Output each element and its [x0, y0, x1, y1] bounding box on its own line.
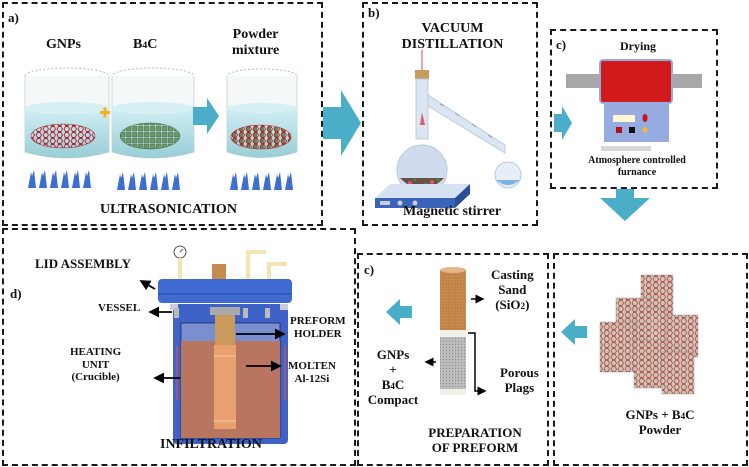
- powder-mixture-line1: Powder: [232, 27, 279, 42]
- preform-holder-label: PREFORM HOLDER: [290, 315, 346, 340]
- ultrasonication-illustration: [24, 67, 298, 190]
- preparation-line2: OF PREFORM: [431, 439, 519, 455]
- arrow-left-icon-2: [561, 319, 587, 345]
- sand-line3-b: ): [525, 296, 530, 312]
- furnace-caption-line1: Atmosphere controlled: [588, 155, 686, 166]
- preparation-caption: PREPARATION OF PREFORM: [420, 425, 530, 456]
- heating-unit-label: HEATING UNIT (Crucible): [70, 346, 121, 384]
- powder-caption-b: C: [685, 407, 695, 422]
- compact-line3: B4C: [362, 376, 424, 393]
- heating-line2: UNIT: [81, 358, 110, 371]
- b4c-label: B4C: [133, 37, 157, 53]
- panel-d-label: d): [10, 286, 22, 301]
- infiltration-reactor: [158, 245, 292, 444]
- powder-mixture-line2: mixture: [232, 43, 280, 59]
- furnace-caption: Atmosphere controlled furnance: [572, 155, 702, 178]
- molten-line2: Al-12Si: [294, 372, 330, 385]
- compact-line3-sub: 4: [390, 380, 395, 391]
- powder-caption-line1: GNPs + B4C: [620, 407, 700, 423]
- distillation-apparatus: [375, 50, 522, 208]
- sand-line3-a: (SiO: [495, 296, 521, 312]
- b4c-end: C: [147, 37, 158, 52]
- arrow-right-large-icon: [323, 90, 361, 156]
- panel-b-label: b): [368, 5, 380, 20]
- panel-c-drying-label: c): [556, 37, 567, 52]
- compact-line3-a: B: [381, 376, 391, 392]
- molten-line1: MOLTEN: [288, 360, 336, 372]
- sand-line3-sub: 2: [520, 300, 526, 311]
- ultrasound-waves: [28, 170, 293, 190]
- arrow-right-icon: [193, 98, 219, 134]
- powder-mixture-label: Powder mixture: [232, 27, 279, 59]
- lid-assembly-label: LID ASSEMBLY: [35, 256, 131, 271]
- gnps-b4c-compact-label: GNPs + B4C Compact: [362, 347, 424, 408]
- title-line1: VACUUM: [421, 21, 484, 36]
- sand-line3: (SiO2): [491, 296, 534, 313]
- plug-line1: Porous: [500, 365, 539, 380]
- porous-plugs-label: Porous Plags: [500, 365, 539, 396]
- arrow-left-icon: [386, 299, 412, 325]
- panel-c-preform-label: c): [364, 262, 375, 277]
- compact-line3-b: C: [394, 376, 405, 392]
- powder-caption-a: GNPs + B: [625, 407, 681, 422]
- drying-title: Drying: [620, 39, 656, 53]
- plus-icon: [100, 107, 110, 118]
- gnps-label: GNPs: [46, 37, 81, 52]
- gnps-b4c-powder-caption: GNPs + B4C Powder: [620, 407, 700, 438]
- arrow-down-icon: [600, 189, 650, 221]
- compact-line1: GNPs: [376, 347, 410, 362]
- b4c-sub: 4: [142, 40, 148, 51]
- beaker-mixture: [226, 68, 298, 158]
- title-line2: DISTILLATION: [401, 37, 504, 53]
- heating-line3: (Crucible): [71, 371, 120, 384]
- compact-line2: +: [389, 361, 397, 377]
- beaker-b4c: [111, 67, 195, 159]
- preparation-line1: PREPARATION: [428, 425, 522, 440]
- tube-furnace: [566, 59, 702, 151]
- preform-cylinder: [424, 267, 487, 396]
- sand-line2: Sand: [498, 281, 527, 297]
- pointer-arrows: [139, 280, 286, 384]
- beaker-gnps: [24, 67, 110, 159]
- casting-sand-label: Casting Sand (SiO2): [491, 267, 534, 313]
- sand-line1: Casting: [491, 267, 534, 282]
- preform-line1: PREFORM: [290, 315, 346, 327]
- preform-line2: HOLDER: [293, 327, 342, 340]
- vessel-label: VESSEL: [98, 302, 141, 314]
- furnace-caption-line2: furnance: [617, 166, 657, 178]
- powder-caption-line2: Powder: [638, 421, 682, 437]
- b4c-main: B: [133, 37, 143, 52]
- molten-label: MOLTEN Al-12Si: [288, 360, 336, 385]
- heating-line1: HEATING: [70, 346, 122, 358]
- ultrasonication-caption: ULTRASONICATION: [100, 202, 237, 217]
- plug-line2: Plags: [504, 379, 535, 395]
- compact-line4: Compact: [367, 391, 419, 407]
- infiltration-caption: INFILTRATION: [160, 437, 262, 452]
- powder-caption-sub: 4: [680, 411, 686, 421]
- vacuum-distillation-title: VACUUM DISTILLATION: [390, 21, 515, 53]
- magnetic-stirrer-caption: Magnetic stirrer: [403, 204, 502, 219]
- powder-cubes: [599, 274, 699, 395]
- panel-a-label: a): [8, 10, 19, 25]
- arrow-right-small-icon: [554, 106, 572, 140]
